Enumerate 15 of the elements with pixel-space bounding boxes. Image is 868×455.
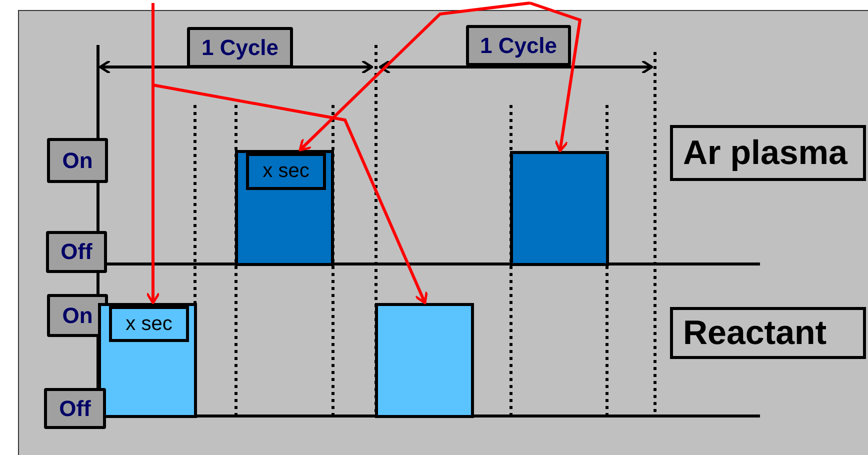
label-tag: Off bbox=[44, 388, 106, 429]
duration-box: x sec bbox=[246, 153, 326, 190]
label-tag: On bbox=[47, 138, 108, 183]
arrow bbox=[530, 2, 582, 152]
pulse-bar bbox=[510, 151, 609, 266]
pulse-bar bbox=[98, 303, 197, 418]
label-tag: Off bbox=[46, 231, 107, 273]
signal-name-box: Ar plasma bbox=[670, 125, 866, 181]
pulse-bar bbox=[235, 150, 334, 266]
signal-name-box: Reactant bbox=[670, 307, 866, 359]
label-tag: 1 Cycle bbox=[466, 25, 571, 66]
label-tag: 1 Cycle bbox=[187, 27, 293, 68]
duration-box: x sec bbox=[109, 306, 189, 342]
pulse-bar bbox=[375, 303, 474, 418]
arrow bbox=[298, 2, 530, 152]
